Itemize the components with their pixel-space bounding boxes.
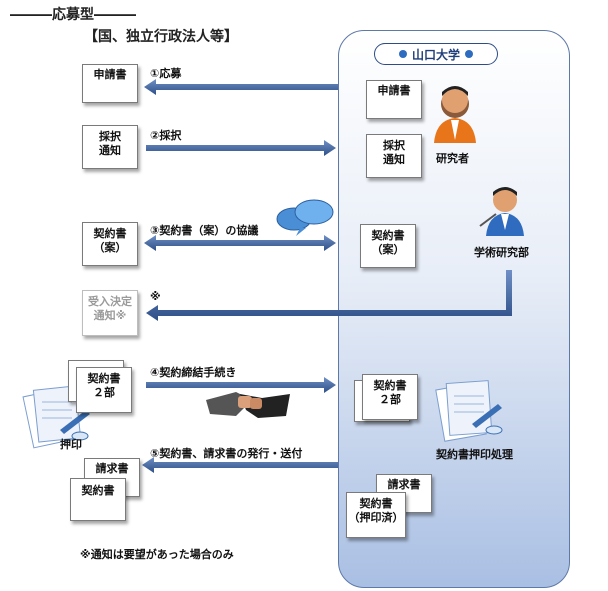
doc-acceptance-notice: 受入決定 通知※: [82, 290, 138, 336]
arrow-adopt: [146, 140, 336, 156]
arrow-contract: [146, 377, 336, 393]
step-apply: ①応募: [150, 67, 182, 80]
step-contract: ④契約締結手続き: [150, 366, 237, 379]
researcher-label: 研究者: [436, 152, 469, 165]
chat-bubbles-icon: [276, 199, 334, 236]
step-negotiate: ③契約書（案）の協議: [150, 224, 259, 237]
university-label: 山口大学: [411, 47, 460, 62]
arrow-notice: [146, 270, 512, 321]
page-subtitle: 【国、独立行政法人等】: [84, 29, 238, 45]
doc-contract-two-univ: 契約書 ２部: [362, 374, 418, 420]
doc-application: 申請書: [82, 64, 138, 103]
doc-adoption-notice: 採択 通知: [82, 125, 138, 169]
doc-contract-two: 契約書 ２部: [76, 367, 132, 413]
bullet-icon: [465, 50, 473, 58]
bullet-icon: [398, 50, 407, 58]
doc-contract: 契約書: [70, 478, 126, 521]
doc-contract-sealed: 契約書 （押印済）: [346, 492, 406, 538]
seal-processing-label: 契約書押印処理: [436, 448, 513, 461]
doc-application-univ: 申請書: [366, 80, 422, 119]
document-pen-icon: [435, 380, 503, 442]
note-marker: ※: [150, 290, 161, 303]
handshake-icon: [206, 392, 290, 418]
step-issue: ⑤契約書、請求書の発行・送付: [150, 447, 303, 460]
university-badge: 山口大学: [374, 43, 498, 65]
page-title: ―――応募型―――: [10, 7, 136, 23]
seal-label: 押印: [60, 438, 82, 451]
doc-contract-draft: 契約書 （案）: [82, 222, 138, 266]
step-adopt: ②採択: [150, 129, 182, 142]
researcher-icon: [434, 86, 476, 143]
doc-adoption-notice-univ: 採択 通知: [366, 134, 422, 178]
arrow-apply: [144, 79, 338, 95]
staff-icon: [479, 187, 524, 236]
doc-contract-draft-univ: 契約書 （案）: [360, 224, 416, 268]
arrow-issue: [142, 457, 338, 473]
dept-label: 学術研究部: [474, 246, 529, 259]
footnote: ※通知は要望があった場合のみ: [80, 548, 234, 561]
arrow-negotiate: [144, 235, 336, 251]
